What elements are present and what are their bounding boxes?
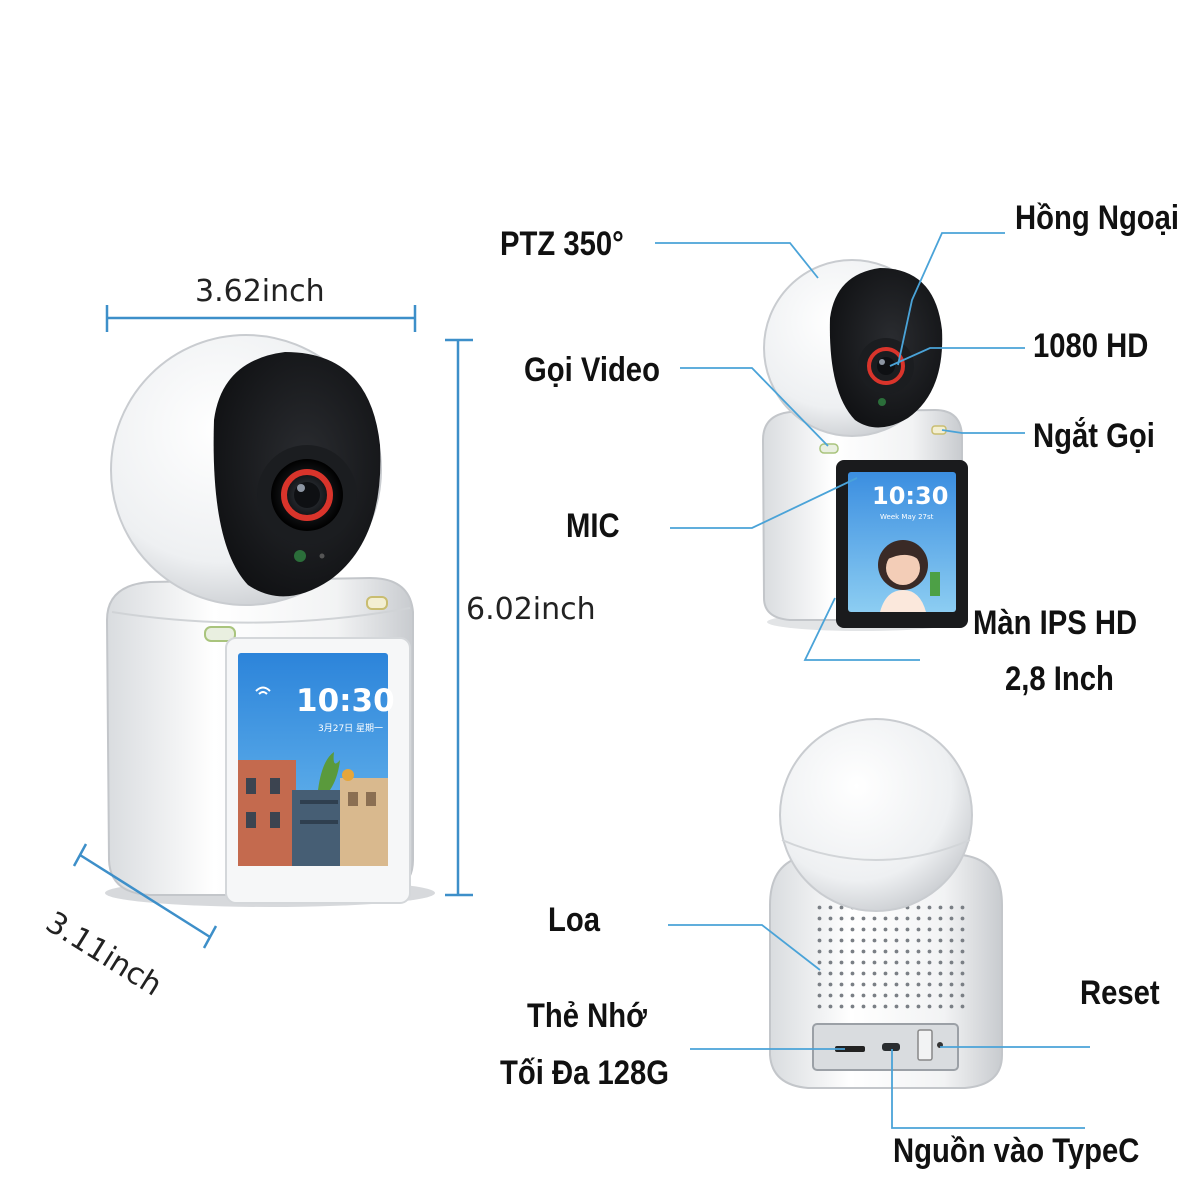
label-ptz: PTZ 350°: [500, 225, 624, 263]
large-screen-time: 10:30: [296, 683, 395, 719]
label-memory-line2: Tối Đa 128G: [500, 1054, 670, 1092]
dimension-lines: [72, 305, 473, 949]
label-display-line2: 2,8 Inch: [1005, 660, 1114, 698]
back-view-camera: [769, 718, 1003, 1089]
label-resolution: 1080 HD: [1033, 327, 1149, 365]
small-screen-time: 10:30: [872, 482, 949, 510]
label-mic: MIC: [566, 507, 620, 545]
label-video-call: Gọi Video: [524, 351, 660, 389]
small-camera: [761, 259, 968, 631]
label-speaker: Loa: [548, 901, 600, 939]
height-dimension-label: 6.02inch: [466, 592, 596, 627]
label-memory-line1: Thẻ Nhớ: [527, 997, 647, 1035]
callout-lines: [655, 232, 1090, 1129]
label-infrared: Hồng Ngoại: [1015, 199, 1180, 237]
large-camera: [105, 334, 435, 907]
label-hang-up: Ngắt Gọi: [1033, 417, 1155, 455]
label-power: Nguồn vào TypeC: [893, 1132, 1140, 1170]
label-reset: Reset: [1080, 974, 1160, 1012]
large-screen-date: 3月27日 星期一: [318, 724, 384, 734]
small-screen-date: Week May 27st: [880, 513, 934, 521]
width-dimension-label: 3.62inch: [195, 274, 325, 309]
label-display-line1: Màn IPS HD: [973, 604, 1138, 642]
